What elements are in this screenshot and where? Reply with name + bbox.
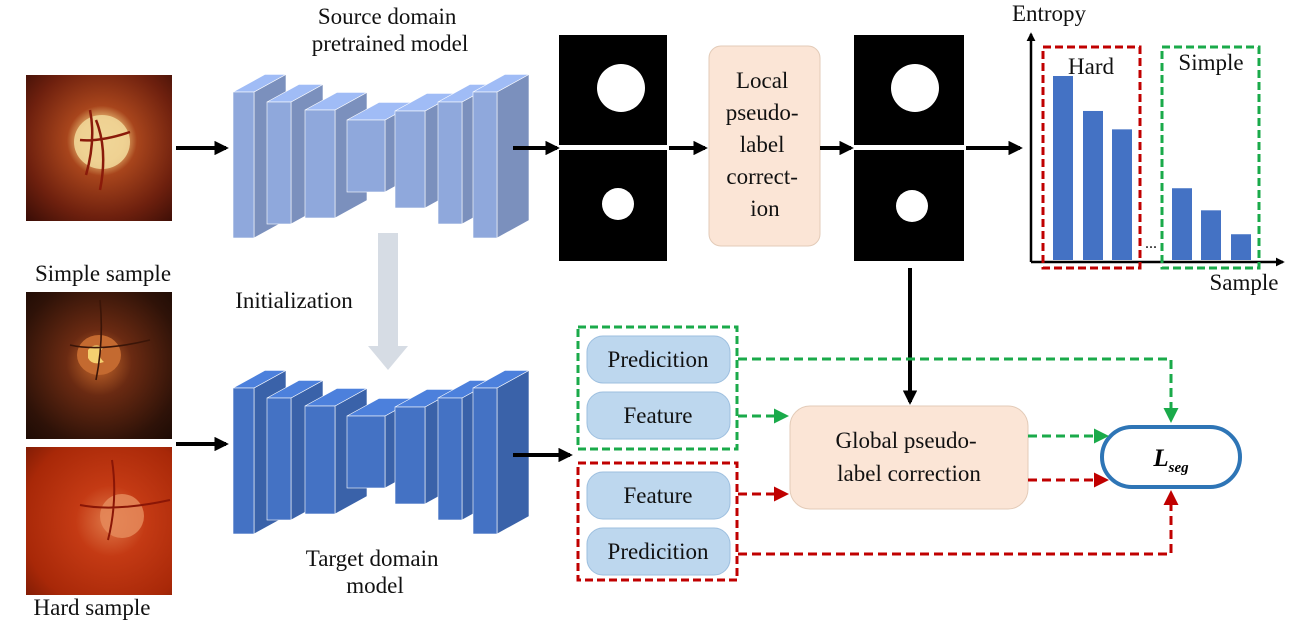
bar-hard-3	[1112, 129, 1132, 260]
hard-output-group	[576, 461, 739, 582]
global-correction-label: Global pseudo- label correction	[836, 428, 983, 486]
simple-feature-label: Feature	[624, 403, 693, 428]
fundus-image-hard	[26, 447, 172, 595]
target-model-layer-7	[472, 369, 530, 535]
arrow-simple-prediction-to-loss	[738, 357, 1179, 423]
hard-group-label: Hard	[1068, 54, 1114, 79]
bar-simple-1	[1172, 188, 1192, 260]
source-domain-model	[232, 73, 530, 239]
bar-hard-1	[1053, 76, 1073, 260]
chart-y-label: Entropy	[1012, 1, 1087, 26]
hard-group-frame	[1041, 45, 1142, 270]
simple-group-label: Simple	[1178, 50, 1243, 75]
loss-seg-node	[1100, 425, 1242, 489]
simple-output-group	[576, 325, 739, 451]
hard-feature-pill	[586, 471, 731, 520]
initialization-label: Initialization	[235, 288, 353, 313]
simple-sample-label: Simple sample	[35, 261, 171, 286]
simple-group-frame	[1160, 45, 1261, 270]
source-model-layer-7	[472, 73, 530, 239]
local-correction-label: Local pseudo- label correct- ion	[726, 68, 805, 221]
initialization-arrow	[368, 233, 408, 370]
simple-prediction-label: Predicition	[608, 347, 709, 372]
bar-simple-2	[1201, 210, 1221, 260]
hard-prediction-pill	[586, 527, 731, 576]
predicted-masks	[559, 35, 667, 261]
loss-seg-label: Lseg	[1152, 445, 1189, 476]
bar-hard-2	[1083, 110, 1103, 261]
simple-feature-pill	[586, 391, 731, 440]
fundus-image-top	[26, 75, 172, 221]
chart-x-label: Sample	[1210, 270, 1279, 295]
arrow-hard-prediction-to-loss	[738, 490, 1179, 556]
target-model-label: Target domain model	[306, 546, 444, 598]
global-correction-box	[789, 405, 1029, 510]
hard-sample-label: Hard sample	[34, 595, 151, 620]
chart-bars	[1053, 76, 1251, 261]
corrected-masks	[854, 35, 964, 261]
simple-prediction-pill	[586, 335, 731, 384]
chart-ellipsis: ...	[1145, 235, 1157, 252]
target-domain-model	[232, 369, 530, 535]
entropy-chart: Entropy Sample Hard Simple ...	[1012, 1, 1285, 295]
source-model-label: Source domain pretrained model	[312, 4, 468, 56]
hard-feature-label: Feature	[624, 483, 693, 508]
fundus-image-simple	[26, 292, 172, 439]
bar-simple-3	[1231, 234, 1251, 260]
hard-prediction-label: Predicition	[608, 539, 709, 564]
